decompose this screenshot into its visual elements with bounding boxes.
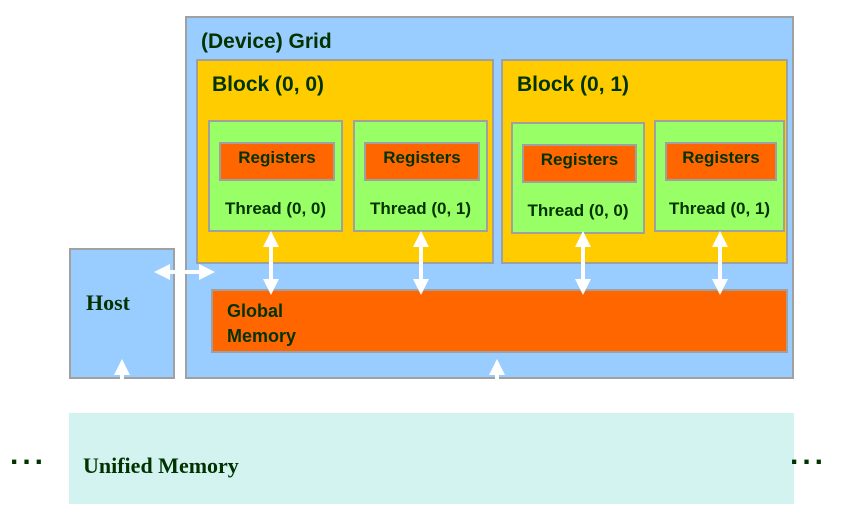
- global-memory-label-1: Global: [227, 301, 284, 321]
- thread-label: Thread (0, 0): [527, 201, 629, 220]
- thread-0-0: Registers Thread (0, 0): [511, 122, 645, 234]
- registers: Registers: [665, 142, 777, 181]
- global-memory: Global Memory: [211, 289, 788, 353]
- registers: Registers: [522, 144, 637, 183]
- block-0-1: Block (0, 1) Registers Thread (0, 0) Reg…: [501, 59, 788, 264]
- unified-memory: Unified Memory: [69, 413, 794, 504]
- registers: Registers: [219, 142, 335, 181]
- thread-label: Thread (0, 0): [224, 199, 327, 218]
- host-label: Host: [86, 290, 130, 315]
- thread-0-0: Registers Thread (0, 0): [208, 120, 343, 232]
- host: Host: [69, 248, 175, 379]
- grid-title: (Device) Grid: [201, 30, 332, 53]
- thread-0-1: Registers Thread (0, 1): [654, 120, 785, 232]
- registers: Registers: [364, 142, 480, 181]
- block-title: Block (0, 0): [212, 73, 325, 96]
- thread-0-1: Registers Thread (0, 1): [353, 120, 488, 232]
- block-title: Block (0, 1): [517, 73, 630, 96]
- global-memory-label-2: Memory: [227, 326, 297, 346]
- unified-memory-label: Unified Memory: [83, 453, 239, 478]
- ellipsis-left: ...: [10, 438, 48, 471]
- block-0-0: Block (0, 0) Registers Thread (0, 0) Reg…: [196, 59, 494, 264]
- thread-label: Thread (0, 1): [668, 199, 771, 218]
- ellipsis-right: ...: [790, 438, 828, 471]
- thread-label: Thread (0, 1): [369, 199, 472, 218]
